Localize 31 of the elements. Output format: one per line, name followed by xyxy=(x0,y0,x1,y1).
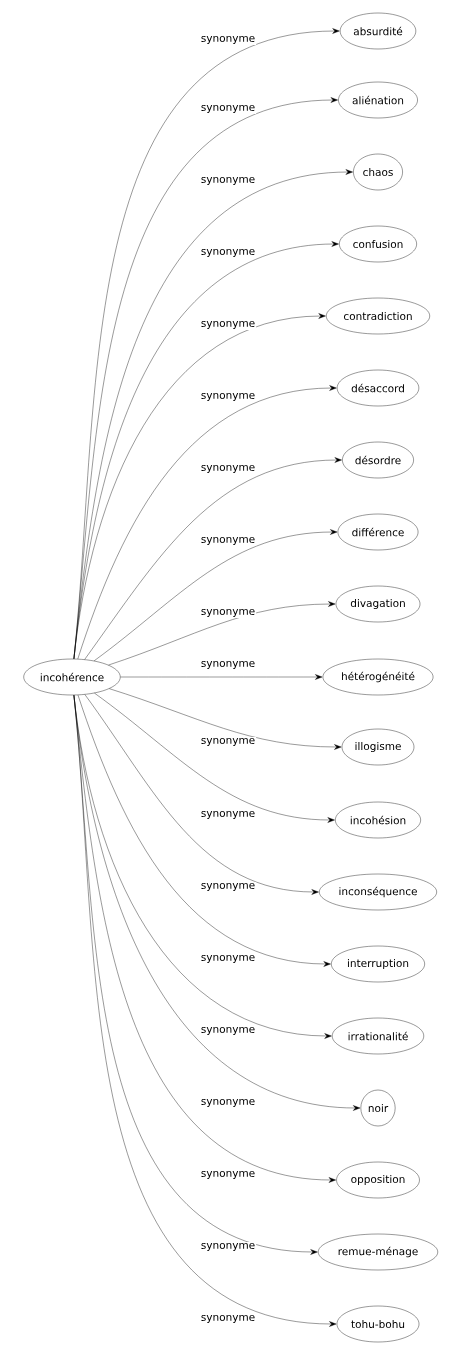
edge-label: synonyme xyxy=(201,955,255,964)
edge-label: synonyme xyxy=(201,1171,255,1180)
edge-label: synonyme xyxy=(201,465,255,474)
edge-label: synonyme xyxy=(201,738,255,747)
edge-label: synonyme xyxy=(201,1243,255,1252)
edge-label: synonyme xyxy=(201,1027,255,1036)
arrow xyxy=(77,694,331,967)
arrow xyxy=(108,601,336,666)
edge-label: synonyme xyxy=(201,661,255,670)
arrow xyxy=(84,694,319,895)
edge-label: synonyme xyxy=(201,883,255,892)
edge-label: synonyme xyxy=(201,537,255,546)
edge-label: synonyme xyxy=(201,177,255,186)
arrow xyxy=(77,385,337,660)
edge-label: synonyme xyxy=(201,248,255,258)
arrow xyxy=(73,313,326,660)
arrow xyxy=(93,529,338,662)
edge-label: synonyme xyxy=(201,609,255,618)
edge-label: synonyme xyxy=(201,393,255,402)
edge-label: synonyme xyxy=(201,321,255,330)
arrow xyxy=(73,695,337,1327)
arrow xyxy=(109,688,342,750)
arrow xyxy=(120,674,323,680)
arrow xyxy=(84,457,342,660)
edge-label: synonyme xyxy=(201,1099,255,1108)
edge-label: synonyme xyxy=(201,1315,255,1324)
arrow xyxy=(94,692,335,823)
edge-label: synonyme xyxy=(201,105,255,114)
edge-label: synonyme xyxy=(201,35,255,45)
arrow xyxy=(73,241,339,660)
edge-label: synonyme xyxy=(201,811,255,820)
